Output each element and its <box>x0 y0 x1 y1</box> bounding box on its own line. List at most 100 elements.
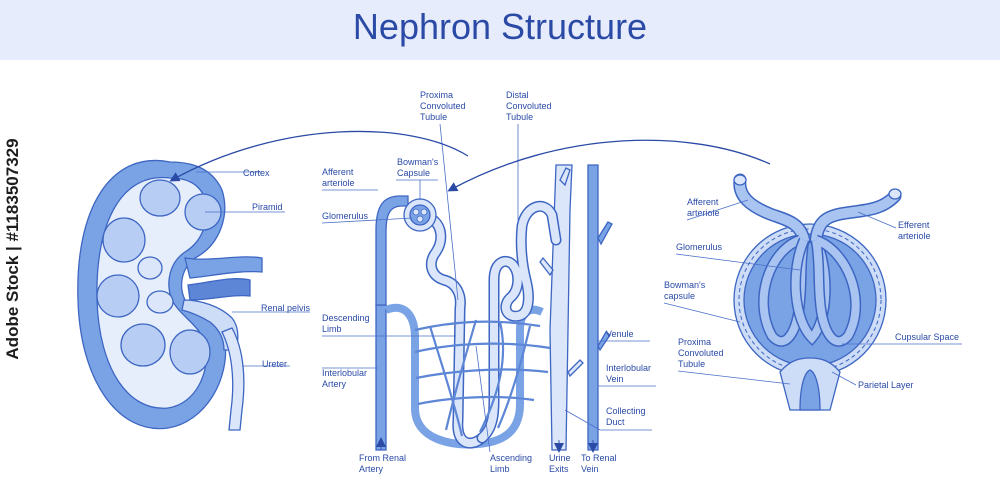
proximal-tubule-lumen <box>799 369 821 411</box>
capillary <box>496 325 532 429</box>
distal-label-line1: Distal <box>506 90 529 100</box>
distal-label-line2: Convoluted <box>506 101 552 111</box>
header-bar <box>0 0 1000 60</box>
afferent-right-line2: arteriole <box>687 208 720 218</box>
proxima-label-line2: Convoluted <box>420 101 466 111</box>
interlobular-artery-line2: Artery <box>322 379 347 389</box>
descending-line1: Descending <box>322 313 370 323</box>
efferent-right-line1: Efferent <box>898 220 930 230</box>
corpuscle-pointer-arrow <box>447 139 771 192</box>
renal-vein <box>184 256 263 279</box>
collecting-line1: Collecting <box>606 406 646 416</box>
afferent-arteriole-right-inner <box>734 175 809 245</box>
descending-line2: Limb <box>322 324 342 334</box>
efferent-right-leader <box>857 211 897 229</box>
cortex-label: Cortex <box>243 168 270 178</box>
ureter-label: Ureter <box>262 359 287 369</box>
pyramid-small <box>146 290 174 314</box>
renal-artery <box>187 278 251 301</box>
proxima-right-line1: Proxima <box>678 337 711 347</box>
interlobular-artery <box>375 304 387 451</box>
glomerulus-right-leader <box>675 253 801 271</box>
glomerulus-loop <box>412 208 420 216</box>
afferent-opening <box>733 174 747 186</box>
ureter <box>221 327 245 431</box>
venule-label: Venule <box>606 329 634 339</box>
efferent-arteriole-right-inner <box>811 191 900 245</box>
proxima-right-line2: Convoluted <box>678 348 724 358</box>
bowmans-right-leader <box>663 302 741 323</box>
urine-line2: Exits <box>549 464 569 474</box>
proxima-right-leader <box>677 370 791 385</box>
parietal-cell-ring <box>738 228 882 372</box>
collecting-duct-branch <box>559 167 571 187</box>
collecting-leader <box>564 409 601 431</box>
capillary <box>414 342 551 354</box>
glomerulus-right-label: Glomerulus <box>676 242 723 252</box>
renal-pelvis-label: Renal pelvis <box>261 303 311 313</box>
from-renal-line1: From Renal <box>359 453 406 463</box>
renal-corpuscle <box>733 173 902 411</box>
interlobular-artery-line1: Interlobular <box>322 368 367 378</box>
afferent-right-line1: Afferent <box>687 197 719 207</box>
loop-vessel <box>384 303 479 449</box>
kidney-pointer-arrow <box>169 130 469 182</box>
ascending-line1: Ascending <box>490 453 532 463</box>
urine-line1: Urine <box>549 453 571 463</box>
venule <box>587 164 599 451</box>
capillary <box>414 320 541 332</box>
pyramid <box>96 274 140 318</box>
venule-branch <box>597 221 613 246</box>
interlobular-vein-line1: Interlobular <box>606 363 651 373</box>
piramid-label: Piramid <box>252 202 283 212</box>
parietal-layer-leader <box>831 371 857 386</box>
ascending-line2: Limb <box>490 464 510 474</box>
ascending-leader <box>475 345 491 453</box>
pyramid <box>102 217 146 263</box>
pyramid-small <box>137 256 163 280</box>
capillary <box>444 319 478 431</box>
glomerulus-loop <box>420 208 428 216</box>
glomerulus-loop-right <box>791 238 830 344</box>
capillary <box>415 368 549 380</box>
to-renal-line1: To Renal <box>581 453 617 463</box>
bowmans-right-line1: Bowman's <box>664 280 706 290</box>
glomerulus-center-leader <box>321 217 413 224</box>
proxima-right-line3: Tubule <box>678 359 705 369</box>
efferent-opening <box>888 188 902 200</box>
distal-label-line3: Tubule <box>506 112 533 122</box>
glomerulus-loop-right <box>812 236 860 346</box>
bowmans-center-line2: Capsule <box>397 168 430 178</box>
renal-vessels <box>181 256 263 351</box>
capillary <box>428 325 464 437</box>
renal-pelvis-shape <box>181 299 239 351</box>
interlobular-vein-line2: Vein <box>606 374 624 384</box>
page-title: Nephron Structure <box>352 6 648 47</box>
afferent-arteriole-center <box>375 195 409 306</box>
capillary-network <box>414 319 551 437</box>
from-renal-line2: Artery <box>359 464 384 474</box>
parietal-layer-label: Parietal Layer <box>858 380 914 390</box>
collecting-duct-branch <box>539 256 554 277</box>
nephron-diagram-center <box>375 164 613 451</box>
to-renal-line2: Vein <box>581 464 599 474</box>
collecting-duct-branch <box>567 359 584 378</box>
bowmans-center-line1: Bowman's <box>397 157 439 167</box>
pyramid-group <box>96 179 222 375</box>
kidney-cross-section <box>77 159 263 431</box>
glomerulus-loops <box>758 234 862 347</box>
pyramid <box>120 323 166 367</box>
proxima-label-line3: Tubule <box>420 112 447 122</box>
efferent-right-line2: arteriole <box>898 231 931 241</box>
proxima-leader <box>439 123 459 301</box>
pyramid <box>169 329 211 375</box>
collecting-line2: Duct <box>606 417 625 427</box>
pyramid <box>139 179 181 217</box>
glomerulus-center-label: Glomerulus <box>322 211 369 221</box>
afferent-center-line1: Afferent <box>322 167 354 177</box>
afferent-center-line2: arteriole <box>322 178 355 188</box>
glomerulus-loop <box>416 215 424 223</box>
proximal-tubule-inner <box>426 214 486 448</box>
